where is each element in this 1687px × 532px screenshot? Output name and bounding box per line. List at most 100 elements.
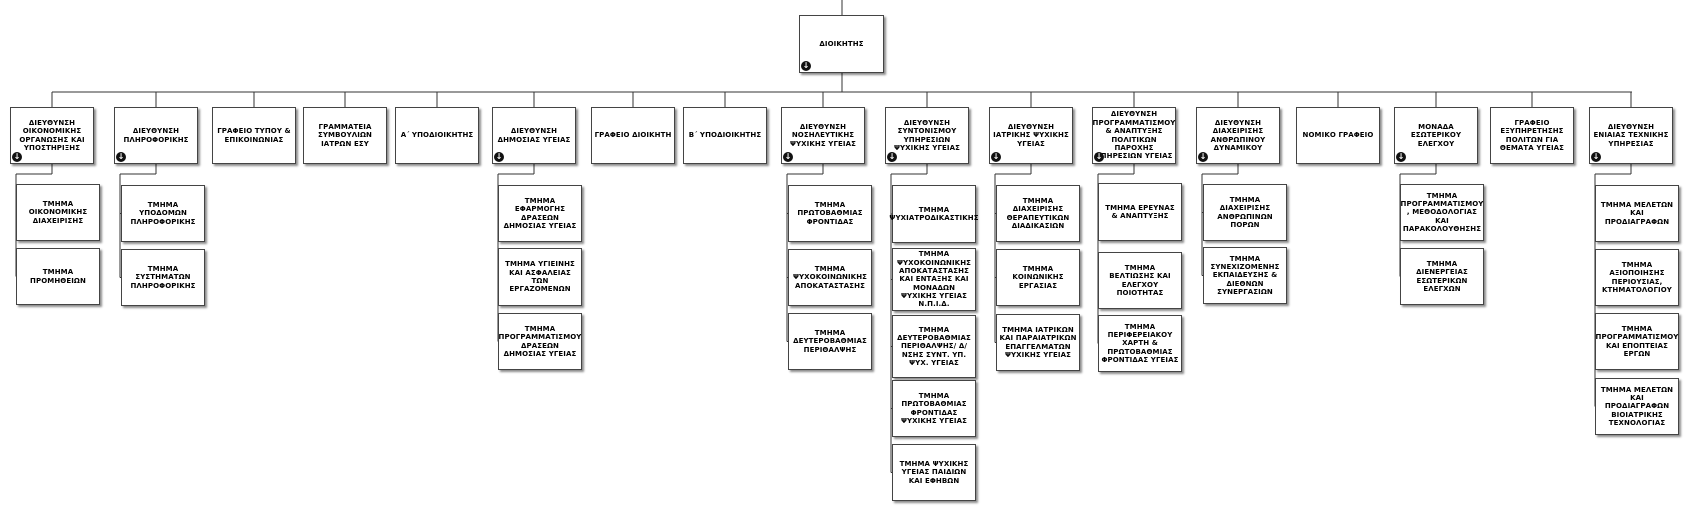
dept-box-12-2-label: ΤΜΗΜΑ ΒΕΛΤΙΩΣΗΣ ΚΑΙ ΕΛΕΓΧΟΥ ΠΟΙΟΤΗΤΑΣ [1109, 263, 1171, 297]
dept-box-2-2-label: ΤΜΗΜΑ ΣΥΣΤΗΜΑΤΩΝ ΠΛΗΡΟΦΟΡΙΚΗΣ [130, 264, 196, 290]
unit-box-7[interactable]: ΓΡΑΦΕΙΟ ΔΙΟΙΚΗΤΗ [591, 107, 675, 164]
dept-box-9-1[interactable]: ΤΜΗΜΑ ΠΡΩΤΟΒΑΘΜΙΑΣ ΦΡΟΝΤΙΔΑΣ [788, 185, 872, 242]
dept-box-10-4[interactable]: ΤΜΗΜΑ ΠΡΩΤΟΒΑΘΜΙΑΣ ΦΡΟΝΤΙΔΑΣ ΨΥΧΙΚΗΣ ΥΓΕ… [892, 380, 976, 437]
unit-box-11[interactable]: ΔΙΕΥΘΥΝΣΗ ΙΑΤΡΙΚΗΣ ΨΥΧΙΚΗΣ ΥΓΕΙΑΣ ↓ [989, 107, 1073, 164]
unit-box-8-label: Β΄ ΥΠΟΔΙΟΙΚΗΤΗΣ [688, 131, 762, 140]
top-node-dioikitis-label: ΔΙΟΙΚΗΤΗΣ [819, 39, 864, 48]
unit-box-8[interactable]: Β΄ ΥΠΟΔΙΟΙΚΗΤΗΣ [683, 107, 767, 164]
dept-box-11-3-label: ΤΜΗΜΑ ΙΑΤΡΙΚΩΝ ΚΑΙ ΠΑΡΑΙΑΤΡΙΚΩΝ ΕΠΑΓΓΕΛΜ… [999, 325, 1077, 359]
unit-box-9[interactable]: ΔΙΕΥΘΥΝΣΗ ΝΟΣΗΛΕΥΤΙΚΗΣ ΨΥΧΙΚΗΣ ΥΓΕΙΑΣ ↓ [781, 107, 865, 164]
dept-box-13-2[interactable]: ΤΜΗΜΑ ΣΥΝΕΧΙΖΟΜΕΝΗΣ ΕΚΠΑΙΔΕΥΣΗΣ & ΔΙΕΘΝΩ… [1203, 247, 1287, 304]
unit-box-6[interactable]: ΔΙΕΥΘΥΝΣΗ ΔΗΜΟΣΙΑΣ ΥΓΕΙΑΣ ↓ [492, 107, 576, 164]
dept-box-17-1[interactable]: ΤΜΗΜΑ ΜΕΛΕΤΩΝ ΚΑΙ ΠΡΟΔΙΑΓΡΑΦΩΝ [1595, 185, 1679, 242]
unit-box-15-label: ΜΟΝΑΔΑ ΕΣΩΤΕΡΙΚΟΥ ΕΛΕΓΧΟΥ [1410, 122, 1462, 148]
expand-down-icon[interactable]: ↓ [1198, 152, 1208, 162]
dept-box-12-1-label: ΤΜΗΜΑ ΕΡΕΥΝΑΣ & ΑΝΑΠΤΥΞΗΣ [1105, 203, 1175, 220]
unit-box-17-label: ΔΙΕΥΘΥΝΣΗ ΕΝΙΑΙΑΣ ΤΕΧΝΙΚΗΣ ΥΠΗΡΕΣΙΑΣ [1593, 122, 1669, 148]
unit-box-4-label: ΓΡΑΜΜΑΤΕΙΑ ΣΥΜΒΟΥΛΙΩΝ ΙΑΤΡΩΝ ΕΣΥ [317, 122, 372, 148]
dept-box-11-3[interactable]: ΤΜΗΜΑ ΙΑΤΡΙΚΩΝ ΚΑΙ ΠΑΡΑΙΑΤΡΙΚΩΝ ΕΠΑΓΓΕΛΜ… [996, 314, 1080, 371]
dept-box-9-2[interactable]: ΤΜΗΜΑ ΨΥΧΟΚΟΙΝΩΝΙΚΗΣ ΑΠΟΚΑΤΑΣΤΑΣΗΣ [788, 249, 872, 306]
dept-box-17-4[interactable]: ΤΜΗΜΑ ΜΕΛΕΤΩΝ ΚΑΙ ΠΡΟΔΙΑΓΡΑΦΩΝ ΒΙΟΙΑΤΡΙΚ… [1595, 378, 1679, 435]
dept-box-2-2[interactable]: ΤΜΗΜΑ ΣΥΣΤΗΜΑΤΩΝ ΠΛΗΡΟΦΟΡΙΚΗΣ [121, 249, 205, 306]
dept-box-2-1-label: ΤΜΗΜΑ ΥΠΟΔΟΜΩΝ ΠΛΗΡΟΦΟΡΙΚΗΣ [130, 200, 196, 226]
unit-box-4[interactable]: ΓΡΑΜΜΑΤΕΙΑ ΣΥΜΒΟΥΛΙΩΝ ΙΑΤΡΩΝ ΕΣΥ [303, 107, 387, 164]
dept-box-1-2-label: ΤΜΗΜΑ ΠΡΟΜΗΘΕΙΩΝ [30, 268, 86, 285]
dept-box-17-3[interactable]: ΤΜΗΜΑ ΠΡΟΓΡΑΜΜΑΤΙΣΜΟΥ ΚΑΙ ΕΠΟΠΤΕΙΑΣ ΕΡΓΩ… [1595, 313, 1679, 370]
dept-box-9-3[interactable]: ΤΜΗΜΑ ΔΕΥΤΕΡΟΒΑΘΜΙΑΣ ΠΕΡΙΘΑΛΨΗΣ [788, 313, 872, 370]
dept-box-1-1-label: ΤΜΗΜΑ ΟΙΚΟΝΟΜΙΚΗΣ ΔΙΑΧΕΙΡΙΣΗΣ [28, 199, 88, 225]
unit-box-13[interactable]: ΔΙΕΥΘΥΝΣΗ ΔΙΑΧΕΙΡΙΣΗΣ ΑΝΘΡΩΠΙΝΟΥ ΔΥΝΑΜΙΚ… [1196, 107, 1280, 164]
expand-down-icon[interactable]: ↓ [116, 152, 126, 162]
dept-box-11-1[interactable]: ΤΜΗΜΑ ΔΙΑΧΕΙΡΙΣΗΣ ΘΕΡΑΠΕΥΤΙΚΩΝ ΔΙΑΔΙΚΑΣΙ… [996, 185, 1080, 242]
expand-down-icon[interactable]: ↓ [1396, 152, 1406, 162]
dept-box-17-1-label: ΤΜΗΜΑ ΜΕΛΕΤΩΝ ΚΑΙ ΠΡΟΔΙΑΓΡΑΦΩΝ [1600, 200, 1674, 226]
dept-box-17-3-label: ΤΜΗΜΑ ΠΡΟΓΡΑΜΜΑΤΙΣΜΟΥ ΚΑΙ ΕΠΟΠΤΕΙΑΣ ΕΡΓΩ… [1595, 324, 1679, 358]
unit-box-9-label: ΔΙΕΥΘΥΝΣΗ ΝΟΣΗΛΕΥΤΙΚΗΣ ΨΥΧΙΚΗΣ ΥΓΕΙΑΣ [789, 122, 857, 148]
unit-box-7-label: ΓΡΑΦΕΙΟ ΔΙΟΙΚΗΤΗ [594, 131, 672, 140]
expand-down-icon[interactable]: ↓ [12, 152, 22, 162]
dept-box-11-1-label: ΤΜΗΜΑ ΔΙΑΧΕΙΡΙΣΗΣ ΘΕΡΑΠΕΥΤΙΚΩΝ ΔΙΑΔΙΚΑΣΙ… [1006, 196, 1070, 230]
dept-box-10-2[interactable]: ΤΜΗΜΑ ΨΥΧΟΚΟΙΝΩΝΙΚΗΣ ΑΠΟΚΑΤΑΣΤΑΣΗΣ ΚΑΙ Ε… [892, 248, 976, 311]
expand-down-icon[interactable]: ↓ [887, 152, 897, 162]
unit-box-3[interactable]: ΓΡΑΦΕΙΟ ΤΥΠΟΥ & ΕΠΙΚΟΙΝΩΝΙΑΣ [212, 107, 296, 164]
unit-box-10-label: ΔΙΕΥΘΥΝΣΗ ΣΥΝΤΟΝΙΣΜΟΥ ΥΠΗΡΕΣΙΩΝ ΨΥΧΙΚΗΣ … [893, 118, 961, 152]
expand-down-icon[interactable]: ↓ [1591, 152, 1601, 162]
dept-box-10-1-label: ΤΜΗΜΑ ΨΥΧΙΑΤΡΟΔΙΚΑΣΤΙΚΗΣ [889, 205, 979, 222]
expand-down-icon[interactable]: ↓ [801, 61, 811, 71]
expand-down-icon[interactable]: ↓ [783, 152, 793, 162]
unit-box-10[interactable]: ΔΙΕΥΘΥΝΣΗ ΣΥΝΤΟΝΙΣΜΟΥ ΥΠΗΡΕΣΙΩΝ ΨΥΧΙΚΗΣ … [885, 107, 969, 164]
dept-box-13-1[interactable]: ΤΜΗΜΑ ΔΙΑΧΕΙΡΙΣΗΣ ΑΝΘΡΩΠΙΝΩΝ ΠΟΡΩΝ [1203, 184, 1287, 241]
dept-box-10-2-label: ΤΜΗΜΑ ΨΥΧΟΚΟΙΝΩΝΙΚΗΣ ΑΠΟΚΑΤΑΣΤΑΣΗΣ ΚΑΙ Ε… [896, 250, 972, 309]
unit-box-2-label: ΔΙΕΥΘΥΝΣΗ ΠΛΗΡΟΦΟΡΙΚΗΣ [123, 127, 189, 144]
dept-box-15-2-label: ΤΜΗΜΑ ΔΙΕΝΕΡΓΕΙΑΣ ΕΣΩΤΕΡΙΚΩΝ ΕΛΕΓΧΩΝ [1416, 259, 1468, 293]
dept-box-10-5-label: ΤΜΗΜΑ ΨΥΧΙΚΗΣ ΥΓΕΙΑΣ ΠΑΙΔΙΩΝ ΚΑΙ ΕΦΗΒΩΝ [899, 459, 969, 485]
dept-box-12-2[interactable]: ΤΜΗΜΑ ΒΕΛΤΙΩΣΗΣ ΚΑΙ ΕΛΕΓΧΟΥ ΠΟΙΟΤΗΤΑΣ [1098, 252, 1182, 309]
unit-box-1-label: ΔΙΕΥΘΥΝΣΗ ΟΙΚΟΝΟΜΙΚΗΣ ΟΡΓΑΝΩΣΗΣ ΚΑΙ ΥΠΟΣ… [19, 118, 85, 152]
unit-box-3-label: ΓΡΑΦΕΙΟ ΤΥΠΟΥ & ΕΠΙΚΟΙΝΩΝΙΑΣ [217, 127, 291, 144]
dept-box-2-1[interactable]: ΤΜΗΜΑ ΥΠΟΔΟΜΩΝ ΠΛΗΡΟΦΟΡΙΚΗΣ [121, 185, 205, 242]
unit-box-5-label: Α΄ ΥΠΟΔΙΟΙΚΗΤΗΣ [400, 131, 474, 140]
unit-box-5[interactable]: Α΄ ΥΠΟΔΙΟΙΚΗΤΗΣ [395, 107, 479, 164]
dept-box-12-3[interactable]: ΤΜΗΜΑ ΠΕΡΙΦΕΡΕΙΑΚΟΥ ΧΑΡΤΗ & ΠΡΩΤΟΒΑΘΜΙΑΣ… [1098, 315, 1182, 372]
unit-box-11-label: ΔΙΕΥΘΥΝΣΗ ΙΑΤΡΙΚΗΣ ΨΥΧΙΚΗΣ ΥΓΕΙΑΣ [993, 122, 1069, 148]
unit-box-13-label: ΔΙΕΥΘΥΝΣΗ ΔΙΑΧΕΙΡΙΣΗΣ ΑΝΘΡΩΠΙΝΟΥ ΔΥΝΑΜΙΚ… [1210, 118, 1266, 152]
dept-box-12-3-label: ΤΜΗΜΑ ΠΕΡΙΦΕΡΕΙΑΚΟΥ ΧΑΡΤΗ & ΠΡΩΤΟΒΑΘΜΙΑΣ… [1101, 322, 1179, 365]
unit-box-16[interactable]: ΓΡΑΦΕΙΟ ΕΞΥΠΗΡΕΤΗΣΗΣ ΠΟΛΙΤΩΝ ΓΙΑ ΘΕΜΑΤΑ … [1490, 107, 1574, 164]
dept-box-15-2[interactable]: ΤΜΗΜΑ ΔΙΕΝΕΡΓΕΙΑΣ ΕΣΩΤΕΡΙΚΩΝ ΕΛΕΓΧΩΝ [1400, 248, 1484, 305]
dept-box-17-4-label: ΤΜΗΜΑ ΜΕΛΕΤΩΝ ΚΑΙ ΠΡΟΔΙΑΓΡΑΦΩΝ ΒΙΟΙΑΤΡΙΚ… [1600, 385, 1674, 428]
top-node-dioikitis[interactable]: ΔΙΟΙΚΗΤΗΣ ↓ [799, 15, 884, 73]
dept-box-11-2-label: ΤΜΗΜΑ ΚΟΙΝΩΝΙΚΗΣ ΕΡΓΑΣΙΑΣ [1012, 264, 1064, 290]
dept-box-17-2[interactable]: ΤΜΗΜΑ ΑΞΙΟΠΟΙΗΣΗΣ ΠΕΡΙΟΥΣΙΑΣ, ΚΤΗΜΑΤΟΛΟΓ… [1595, 249, 1679, 306]
dept-box-10-1[interactable]: ΤΜΗΜΑ ΨΥΧΙΑΤΡΟΔΙΚΑΣΤΙΚΗΣ [889, 185, 979, 243]
expand-down-icon[interactable]: ↓ [494, 152, 504, 162]
dept-box-17-2-label: ΤΜΗΜΑ ΑΞΙΟΠΟΙΗΣΗΣ ΠΕΡΙΟΥΣΙΑΣ, ΚΤΗΜΑΤΟΛΟΓ… [1602, 260, 1672, 294]
dept-box-11-2[interactable]: ΤΜΗΜΑ ΚΟΙΝΩΝΙΚΗΣ ΕΡΓΑΣΙΑΣ [996, 249, 1080, 306]
dept-box-6-2-label: ΤΜΗΜΑ ΥΓΙΕΙΝΗΣ ΚΑΙ ΑΣΦΑΛΕΙΑΣ ΤΩΝ ΕΡΓΑΖΟΜ… [505, 260, 575, 294]
unit-box-6-label: ΔΙΕΥΘΥΝΣΗ ΔΗΜΟΣΙΑΣ ΥΓΕΙΑΣ [497, 127, 571, 144]
dept-box-15-1-label: ΤΜΗΜΑ ΠΡΟΓΡΑΜΜΑΤΙΣΜΟΥ , ΜΕΘΟΔΟΛΟΓΙΑΣ ΚΑΙ… [1400, 191, 1484, 234]
dept-box-15-1[interactable]: ΤΜΗΜΑ ΠΡΟΓΡΑΜΜΑΤΙΣΜΟΥ , ΜΕΘΟΔΟΛΟΓΙΑΣ ΚΑΙ… [1400, 184, 1484, 241]
unit-box-14[interactable]: ΝΟΜΙΚΟ ΓΡΑΦΕΙΟ [1296, 107, 1380, 164]
dept-box-6-1[interactable]: ΤΜΗΜΑ ΕΦΑΡΜΟΓΗΣ ΔΡΑΣΕΩΝ ΔΗΜΟΣΙΑΣ ΥΓΕΙΑΣ [498, 185, 582, 242]
expand-down-icon[interactable]: ↓ [991, 152, 1001, 162]
dept-box-9-3-label: ΤΜΗΜΑ ΔΕΥΤΕΡΟΒΑΘΜΙΑΣ ΠΕΡΙΘΑΛΨΗΣ [793, 328, 867, 354]
unit-box-16-label: ΓΡΑΦΕΙΟ ΕΞΥΠΗΡΕΤΗΣΗΣ ΠΟΛΙΤΩΝ ΓΙΑ ΘΕΜΑΤΑ … [1499, 118, 1565, 152]
dept-box-6-3[interactable]: ΤΜΗΜΑ ΠΡΟΓΡΑΜΜΑΤΙΣΜΟΥ ΔΡΑΣΕΩΝ ΔΗΜΟΣΙΑΣ Υ… [498, 313, 582, 370]
unit-box-1[interactable]: ΔΙΕΥΘΥΝΣΗ ΟΙΚΟΝΟΜΙΚΗΣ ΟΡΓΑΝΩΣΗΣ ΚΑΙ ΥΠΟΣ… [10, 107, 94, 164]
dept-box-6-2[interactable]: ΤΜΗΜΑ ΥΓΙΕΙΝΗΣ ΚΑΙ ΑΣΦΑΛΕΙΑΣ ΤΩΝ ΕΡΓΑΖΟΜ… [498, 248, 582, 306]
dept-box-6-1-label: ΤΜΗΜΑ ΕΦΑΡΜΟΓΗΣ ΔΡΑΣΕΩΝ ΔΗΜΟΣΙΑΣ ΥΓΕΙΑΣ [503, 196, 577, 230]
unit-box-2[interactable]: ΔΙΕΥΘΥΝΣΗ ΠΛΗΡΟΦΟΡΙΚΗΣ ↓ [114, 107, 198, 164]
dept-box-10-5[interactable]: ΤΜΗΜΑ ΨΥΧΙΚΗΣ ΥΓΕΙΑΣ ΠΑΙΔΙΩΝ ΚΑΙ ΕΦΗΒΩΝ [892, 444, 976, 501]
dept-box-10-3[interactable]: ΤΜΗΜΑ ΔΕΥΤΕΡΟΒΑΘΜΙΑΣ ΠΕΡΙΘΑΛΨΗΣ/ Δ/ΝΣΗΣ … [892, 315, 976, 378]
unit-box-15[interactable]: ΜΟΝΑΔΑ ΕΣΩΤΕΡΙΚΟΥ ΕΛΕΓΧΟΥ ↓ [1394, 107, 1478, 164]
expand-down-icon[interactable]: ↓ [1094, 152, 1104, 162]
dept-box-12-1[interactable]: ΤΜΗΜΑ ΕΡΕΥΝΑΣ & ΑΝΑΠΤΥΞΗΣ [1098, 183, 1182, 241]
dept-box-9-2-label: ΤΜΗΜΑ ΨΥΧΟΚΟΙΝΩΝΙΚΗΣ ΑΠΟΚΑΤΑΣΤΑΣΗΣ [792, 264, 868, 290]
dept-box-10-4-label: ΤΜΗΜΑ ΠΡΩΤΟΒΑΘΜΙΑΣ ΦΡΟΝΤΙΔΑΣ ΨΥΧΙΚΗΣ ΥΓΕ… [900, 391, 968, 425]
dept-box-1-1[interactable]: ΤΜΗΜΑ ΟΙΚΟΝΟΜΙΚΗΣ ΔΙΑΧΕΙΡΙΣΗΣ [16, 184, 100, 241]
dept-box-13-2-label: ΤΜΗΜΑ ΣΥΝΕΧΙΖΟΜΕΝΗΣ ΕΚΠΑΙΔΕΥΣΗΣ & ΔΙΕΘΝΩ… [1210, 254, 1280, 297]
unit-box-12[interactable]: ΔΙΕΥΘΥΝΣΗ ΠΡΟΓΡΑΜΜΑΤΙΣΜΟΥ & ΑΝΑΠΤΥΞΗΣ ΠΟ… [1092, 107, 1176, 164]
dept-box-1-2[interactable]: ΤΜΗΜΑ ΠΡΟΜΗΘΕΙΩΝ [16, 248, 100, 305]
unit-box-17[interactable]: ΔΙΕΥΘΥΝΣΗ ΕΝΙΑΙΑΣ ΤΕΧΝΙΚΗΣ ΥΠΗΡΕΣΙΑΣ ↓ [1589, 107, 1673, 164]
unit-box-14-label: ΝΟΜΙΚΟ ΓΡΑΦΕΙΟ [1302, 131, 1374, 140]
